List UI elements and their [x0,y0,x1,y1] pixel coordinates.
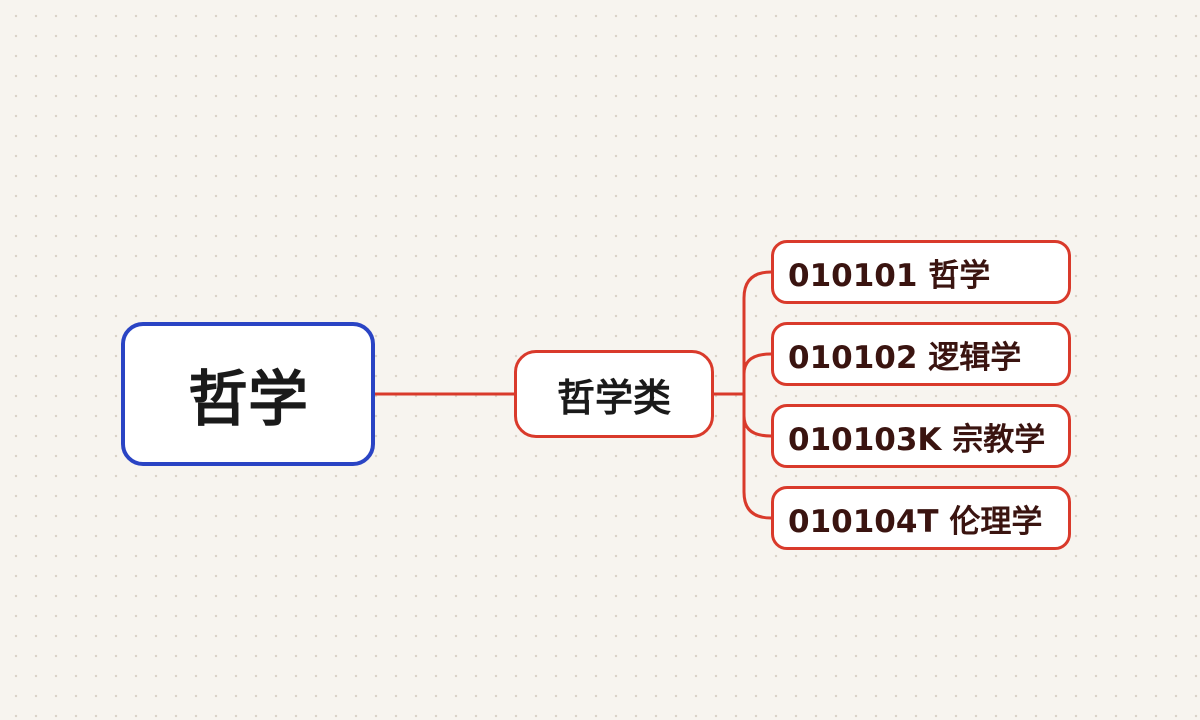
major-node-010103k[interactable]: 010103K 宗教学 [771,404,1071,468]
major-node-010104t[interactable]: 010104T 伦理学 [771,486,1071,550]
branch-connector-2 [742,352,772,394]
major-node-label: 010101 哲学 [788,257,991,294]
major-node-label: 010102 逻辑学 [788,339,1022,376]
category-node[interactable]: 哲学类 [514,350,714,438]
branch-connector-3 [742,394,772,438]
major-node-label: 010103K 宗教学 [788,421,1046,458]
major-node-010102[interactable]: 010102 逻辑学 [771,322,1071,386]
branch-connector-1 [742,270,772,394]
branch-connector-4 [742,394,772,520]
root-node-label: 哲学 [188,364,308,435]
major-node-010101[interactable]: 010101 哲学 [771,240,1071,304]
major-node-label: 010104T 伦理学 [788,503,1043,540]
root-node[interactable]: 哲学 [121,322,375,466]
category-node-label: 哲学类 [556,375,671,420]
